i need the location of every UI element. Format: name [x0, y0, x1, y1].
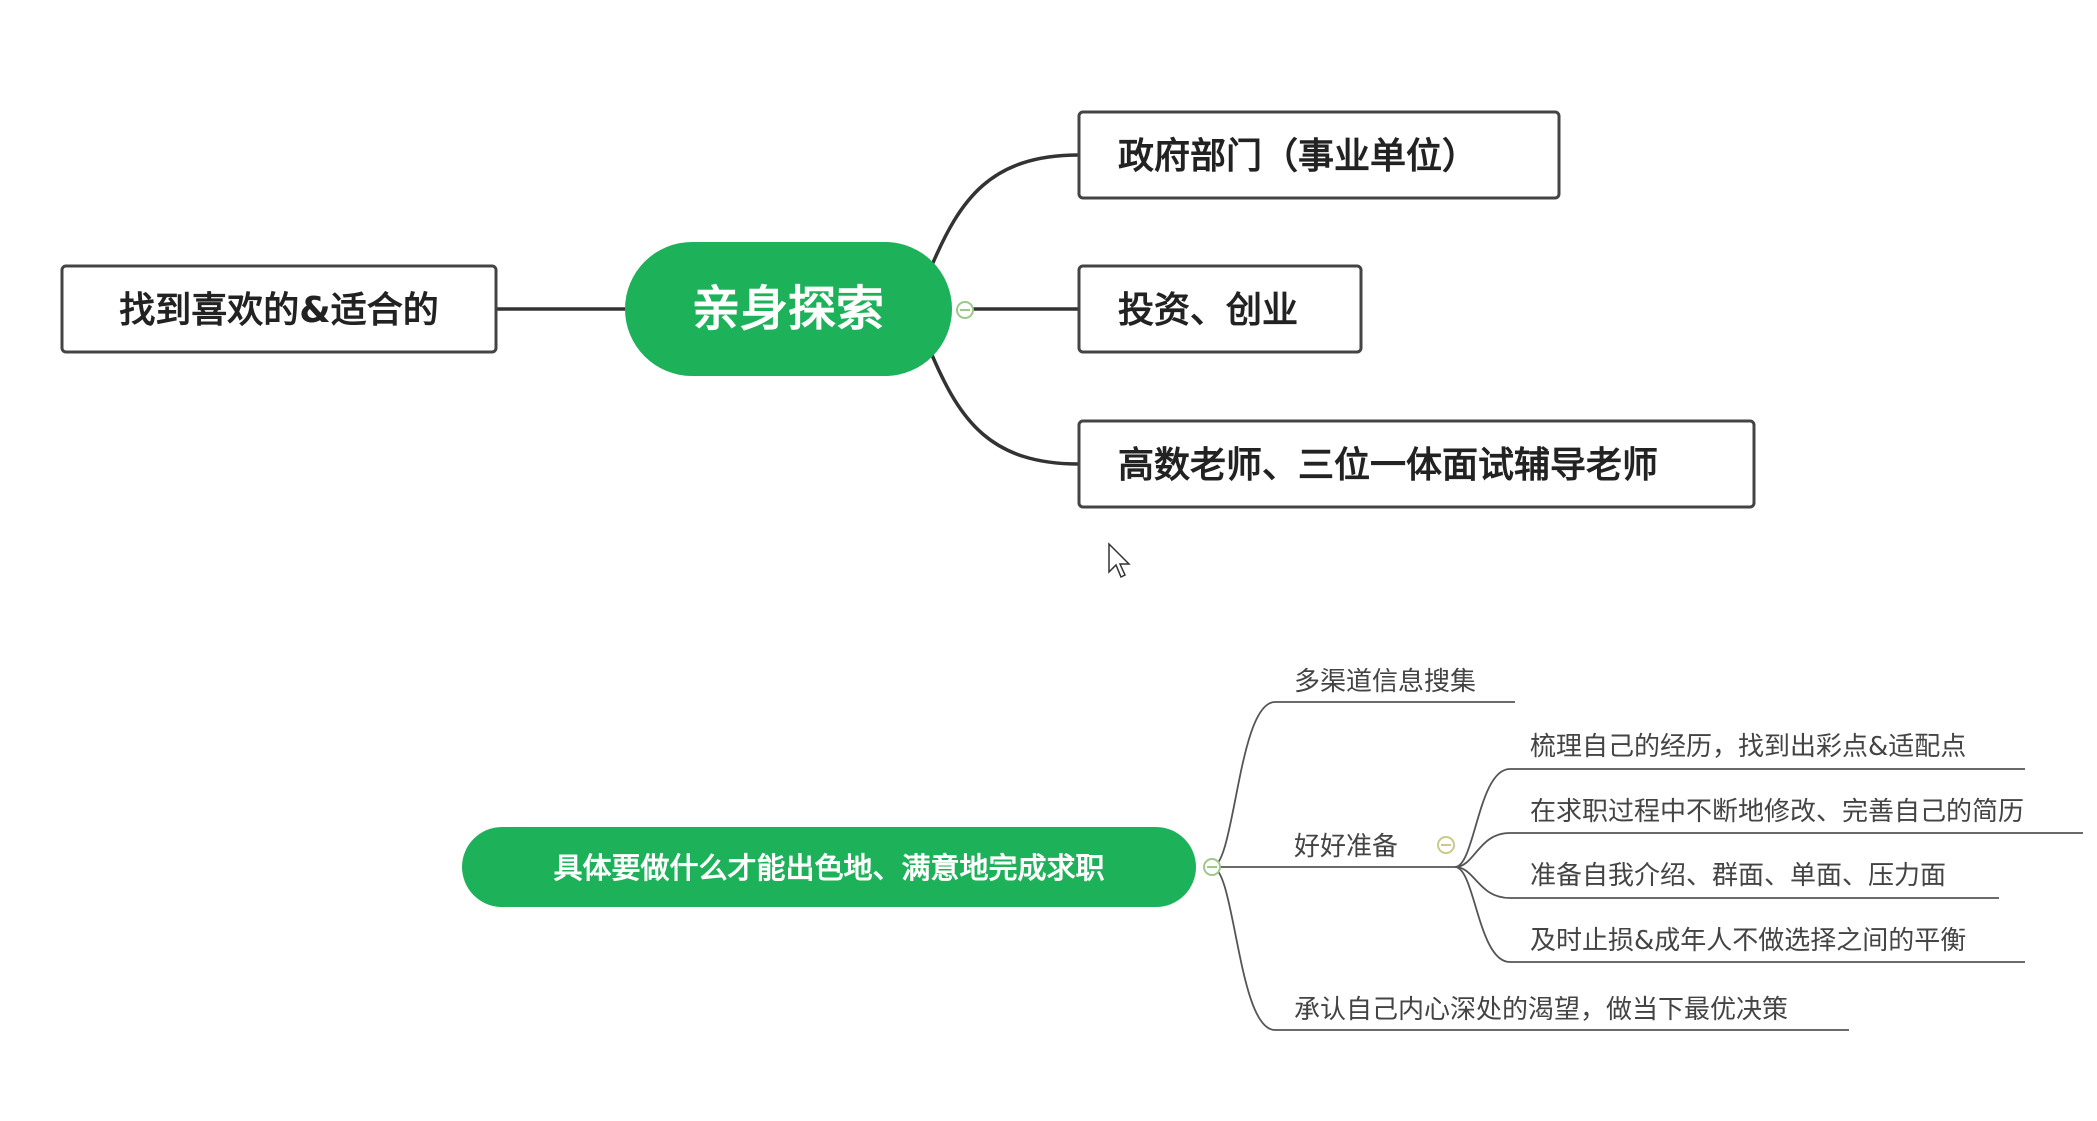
- connector-right-1: [930, 153, 1080, 266]
- svg-text:政府部门（事业单位）: 政府部门（事业单位）: [1118, 135, 1478, 177]
- svg-text:投资、创业: 投资、创业: [1118, 290, 1298, 331]
- branch-line-3: [1211, 866, 1849, 1031]
- topic-left[interactable]: 找到喜欢的&适合的: [60, 264, 498, 354]
- topic-right-2[interactable]: 投资、创业: [1077, 264, 1363, 354]
- child-line-1: [1454, 768, 2025, 868]
- child-line-4: [1454, 866, 2025, 963]
- collapse-toggle-2[interactable]: [1203, 858, 1221, 876]
- branch-line-1: [1211, 701, 1515, 868]
- collapse-toggle-1[interactable]: [956, 301, 974, 319]
- branch-3[interactable]: 承认自己内心深处的渴望，做当下最优决策: [1294, 995, 1788, 1025]
- svg-text:亲身探索: 亲身探索: [692, 281, 884, 337]
- topic-right-1[interactable]: 政府部门（事业单位）: [1077, 110, 1561, 200]
- central-topic-1[interactable]: 亲身探索: [625, 242, 952, 376]
- child-line-3: [1454, 866, 1999, 899]
- branch-1[interactable]: 多渠道信息搜集: [1294, 667, 1476, 697]
- child-topic-2[interactable]: 在求职过程中不断地修改、完善自己的简历: [1530, 797, 2024, 827]
- central-topic-2[interactable]: 具体要做什么才能出色地、满意地完成求职: [462, 827, 1196, 907]
- child-topic-1[interactable]: 梳理自己的经历，找到出彩点&适配点: [1530, 732, 1966, 762]
- topic-right-3[interactable]: 高数老师、三位一体面试辅导老师: [1077, 419, 1756, 509]
- child-topic-3[interactable]: 准备自我介绍、群面、单面、压力面: [1530, 861, 1946, 891]
- branch-2[interactable]: 好好准备: [1294, 832, 1398, 862]
- svg-text:找到喜欢的&适合的: 找到喜欢的&适合的: [119, 290, 438, 331]
- connector-right-3: [930, 354, 1080, 466]
- child-line-2: [1454, 832, 2083, 868]
- svg-text:具体要做什么才能出色地、满意地完成求职: 具体要做什么才能出色地、满意地完成求职: [553, 851, 1104, 885]
- collapse-toggle-3[interactable]: [1437, 836, 1455, 854]
- mouse-cursor-icon: [1108, 542, 1131, 579]
- child-topic-4[interactable]: 及时止损&成年人不做选择之间的平衡: [1530, 926, 1966, 956]
- svg-text:高数老师、三位一体面试辅导老师: 高数老师、三位一体面试辅导老师: [1118, 445, 1658, 486]
